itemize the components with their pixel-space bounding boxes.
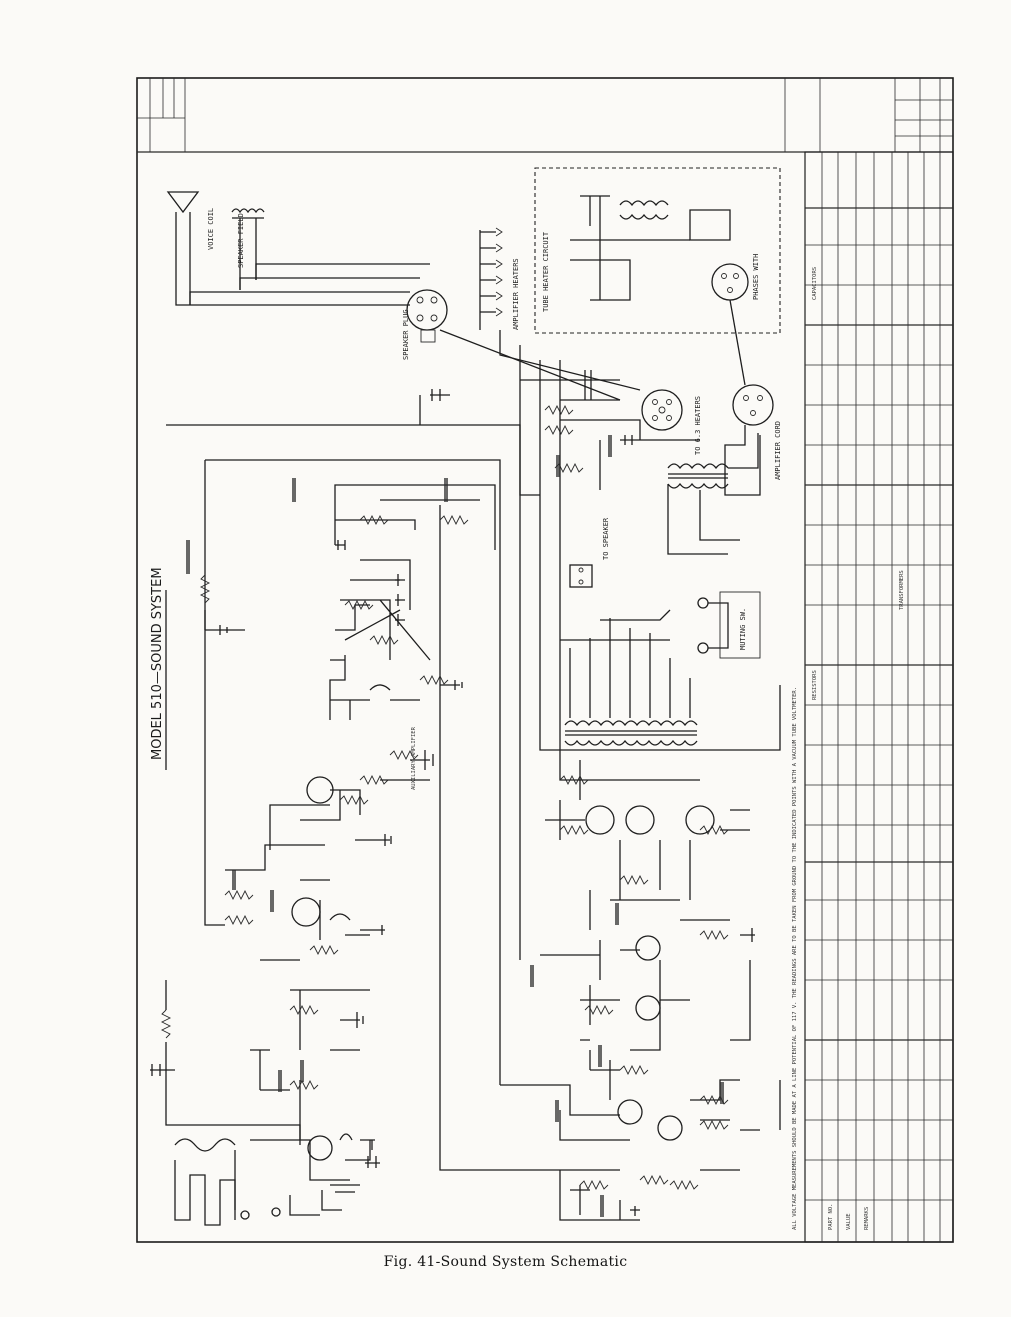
svg-text:VOICE COIL: VOICE COIL xyxy=(207,208,215,250)
input-coil xyxy=(174,1138,281,1226)
part-no-header: PART NO. xyxy=(828,1204,834,1231)
terminal-block xyxy=(569,564,593,588)
amplifier-cord-plug: AMPLIFIER CORD xyxy=(724,299,782,496)
schematic-title: MODEL 510—SOUND SYSTEM xyxy=(150,567,165,760)
svg-text:SPEAKER FIELD: SPEAKER FIELD xyxy=(237,213,245,268)
power-transformer xyxy=(667,433,759,555)
tube-heater-circuit: TUBE HEATER CIRCUIT PHASES WITH xyxy=(534,167,781,334)
svg-text:AMPLIFIER HEATERS: AMPLIFIER HEATERS xyxy=(512,258,520,330)
amplifier-heaters: AMPLIFIER HEATERS xyxy=(479,227,520,330)
remarks-header: REMARKS xyxy=(864,1207,870,1230)
resistors-header: RESISTORS xyxy=(812,670,818,700)
voice-coil-symbol: VOICE COIL xyxy=(166,191,215,305)
svg-text:AUXILIARY AMPLIFIER: AUXILIARY AMPLIFIER xyxy=(411,726,417,790)
amplifier-tube-socket: TO 6.3 HEATERS xyxy=(439,329,702,455)
speaker-plug: SPEAKER PLUG xyxy=(402,289,448,360)
svg-text:AMPLIFIER CORD: AMPLIFIER CORD xyxy=(774,421,782,480)
svg-text:TO 6.3 HEATERS: TO 6.3 HEATERS xyxy=(694,396,702,455)
svg-text:TUBE HEATER CIRCUIT: TUBE HEATER CIRCUIT xyxy=(542,231,550,312)
capacitors-header: CAPACITORS xyxy=(812,267,818,300)
output-transformer xyxy=(560,609,698,746)
figure-caption: Fig. 41-Sound System Schematic xyxy=(383,1254,628,1270)
svg-text:PHASES WITH: PHASES WITH xyxy=(752,254,760,300)
title-block xyxy=(137,78,953,153)
voltage-note: ALL VOLTAGE MEASUREMENTS SHOULD BE MADE … xyxy=(792,687,798,1230)
transformers-header: TRANSFORMERS xyxy=(899,570,905,610)
muting-switch: MUTING SW. xyxy=(697,591,761,659)
parts-list-table: RESISTORS CAPACITORS TRANSFORMERS PART N… xyxy=(804,151,954,1243)
svg-text:MUTING SW.: MUTING SW. xyxy=(739,608,747,650)
value-header: VALUE xyxy=(846,1213,852,1230)
svg-text:SPEAKER PLUG: SPEAKER PLUG xyxy=(402,309,410,360)
svg-text:TO SPEAKER: TO SPEAKER xyxy=(602,517,610,560)
